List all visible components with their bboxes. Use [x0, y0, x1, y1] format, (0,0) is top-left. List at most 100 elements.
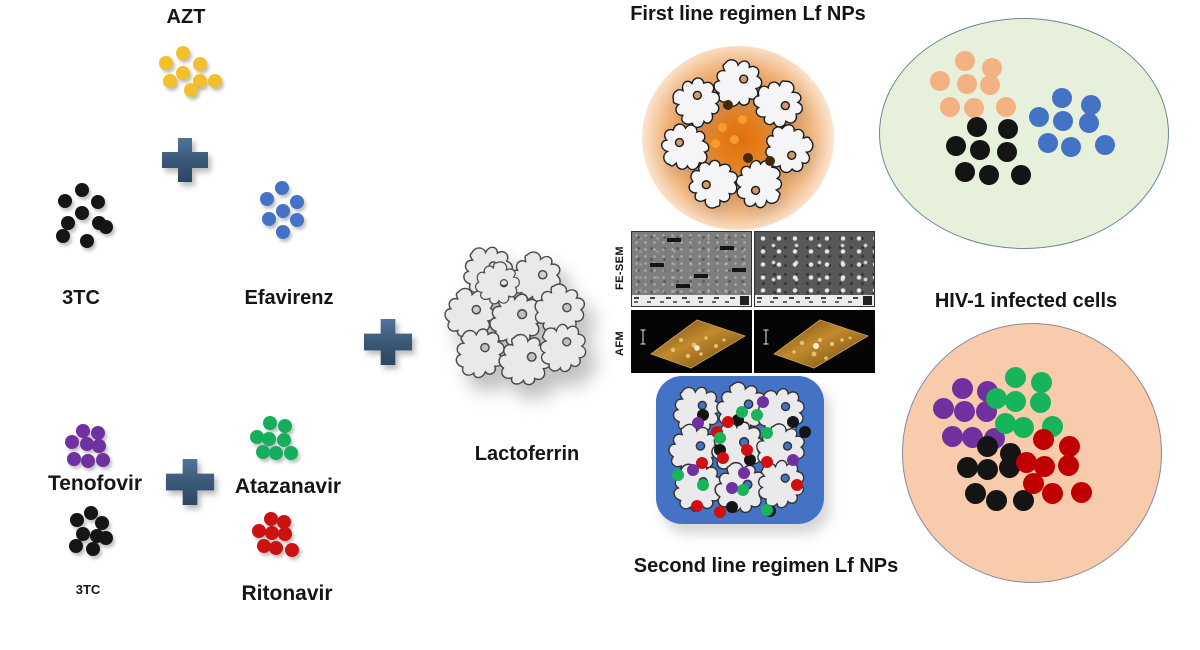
sem-scalebar: [732, 268, 746, 272]
treated-tenofovir-dot: [983, 427, 1005, 449]
treated-tenofovir-dot: [941, 425, 963, 447]
tc-bottom-drug-dot: [95, 516, 109, 530]
sem-metadata-strip: [632, 295, 751, 306]
tc-bottom-drug-dot: [90, 529, 104, 543]
tc-top-drug-dot: [80, 234, 94, 248]
treated-atazanavir-dot: [1030, 371, 1052, 393]
sem-scalebar: [694, 274, 708, 278]
treated-tenofovir-dot: [975, 400, 997, 422]
treated-tc-dot: [964, 482, 986, 504]
ritonavir-drug-dot: [264, 512, 278, 526]
protein-puzzle-shape: [531, 316, 595, 379]
treated-tenofovir-dot: [953, 400, 975, 422]
np2-tenofovir-dot: [692, 417, 704, 429]
infected-azt-dot: [964, 98, 984, 118]
azt-drug-dot: [163, 74, 177, 88]
treated-ritonavir-dot: [1033, 455, 1055, 477]
atazanavir-drug-dot: [263, 416, 277, 430]
tc-top-label: 3TC: [62, 287, 100, 309]
hiv-infected-cells-label: HIV-1 infected cells: [934, 290, 1118, 312]
tc-top-drug-dot: [75, 183, 89, 197]
infected-efavirenz-dot: [1061, 137, 1081, 157]
tc-top-drug-dot: [92, 216, 106, 230]
np2-atazanavir-dot: [697, 479, 709, 491]
efavirenz-drug-dot: [290, 195, 304, 209]
np2-ritonavir-dot: [791, 479, 803, 491]
protein-puzzle-shape: [712, 459, 770, 517]
first-line-title: First line regimen Lf NPs: [630, 3, 866, 25]
azt-drug-dot: [193, 74, 207, 88]
treated-atazanavir-dot: [1004, 366, 1026, 388]
treated-tc-dot: [998, 456, 1020, 478]
protein-puzzle-shape: [744, 69, 813, 138]
np1-core-orange-dot: [729, 134, 739, 144]
sem-scalebar: [650, 263, 664, 267]
np2-tc-dot: [714, 444, 726, 456]
protein-puzzle-shape: [712, 378, 772, 436]
ritonavir-drug-dot: [257, 539, 271, 553]
np2-atazanavir-dot: [751, 409, 763, 421]
tc-bottom-drug-dot: [69, 539, 83, 553]
infected-efavirenz-dot: [1053, 111, 1073, 131]
treated-cells-circle: [902, 323, 1162, 583]
treated-atazanavir-dot: [1012, 416, 1034, 438]
treated-tc-dot: [985, 489, 1007, 511]
np2-ritonavir-dot: [711, 426, 723, 438]
atazanavir-drug-dot: [256, 445, 270, 459]
protein-puzzle-shape: [487, 290, 545, 348]
fe-sem-micrograph-nps: [754, 231, 875, 307]
infected-azt-dot: [957, 74, 977, 94]
infected-efavirenz-dot: [1038, 133, 1058, 153]
infected-azt-dot: [930, 71, 950, 91]
treated-ritonavir-dot: [1015, 451, 1037, 473]
plus-icon: [165, 459, 215, 505]
np2-ritonavir-dot: [691, 500, 703, 512]
first-line-np-core: [697, 98, 782, 178]
np1-core-dark-dot: [765, 156, 775, 166]
atazanavir-drug-dot: [250, 430, 264, 444]
azt-drug-dot: [208, 74, 222, 88]
tenofovir-label: Tenofovir: [47, 472, 143, 495]
treated-tenofovir-dot: [961, 426, 983, 448]
sem-scalebar: [720, 246, 734, 250]
np2-ritonavir-dot: [714, 506, 726, 518]
infected-azt-dot: [955, 51, 975, 71]
protein-puzzle-shape: [662, 68, 731, 137]
protein-puzzle-shape: [665, 421, 723, 478]
protein-puzzle-shape: [761, 120, 817, 178]
infected-azt-dot: [980, 75, 1000, 95]
np2-tc-dot: [726, 501, 738, 513]
treated-ritonavir-dot: [1022, 472, 1044, 494]
np2-ritonavir-dot: [761, 456, 773, 468]
efavirenz-drug-dot: [260, 192, 274, 206]
np1-core-dark-dot: [743, 153, 753, 163]
atazanavir-drug-dot: [269, 446, 283, 460]
infected-tc-dot: [979, 165, 999, 185]
protein-puzzle-shape: [681, 151, 746, 216]
azt-drug-dot: [184, 83, 198, 97]
efavirenz-drug-dot: [262, 212, 276, 226]
np2-tc-dot: [744, 454, 756, 466]
treated-atazanavir-dot: [1004, 390, 1026, 412]
infected-azt-dot: [982, 58, 1002, 78]
treated-ritonavir-dot: [1057, 454, 1079, 476]
protein-puzzle-shape: [495, 331, 555, 390]
protein-puzzle-shape: [442, 285, 498, 341]
fe-sem-label: FE-SEM: [614, 246, 626, 290]
np1-core-orange-dot: [710, 138, 720, 148]
efavirenz-drug-dot: [275, 181, 289, 195]
atazanavir-drug-dot: [262, 432, 276, 446]
ritonavir-drug-dot: [252, 524, 266, 538]
np2-tc-dot: [764, 505, 776, 517]
second-line-np-box: [656, 376, 824, 524]
np2-tc-dot: [787, 416, 799, 428]
np2-ritonavir-dot: [741, 444, 753, 456]
tenofovir-drug-dot: [81, 454, 95, 468]
afm-micrograph-1: [631, 310, 752, 373]
tc-top-drug-dot: [91, 195, 105, 209]
